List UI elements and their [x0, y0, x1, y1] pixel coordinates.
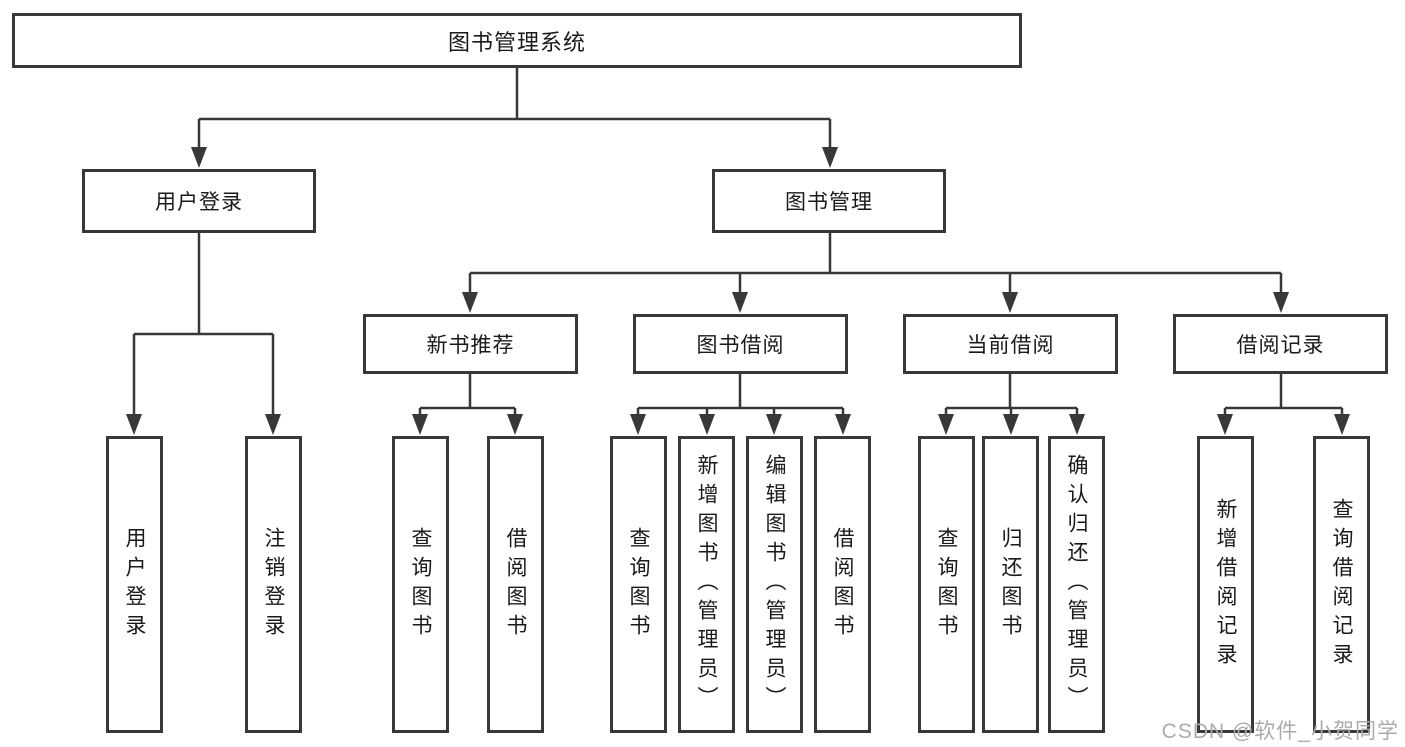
leaf-borrow-books: 借阅图书	[814, 436, 871, 733]
node-label: 图书管理	[785, 191, 873, 214]
node-label: 归还图书	[999, 526, 1022, 643]
node-library-management-system: 图书管理系统	[12, 13, 1022, 68]
arrow-icon	[835, 414, 851, 435]
node-label: 新增借阅记录	[1214, 497, 1237, 672]
leaf-confirm-return-admin: 确认归还（管理员）	[1048, 436, 1105, 733]
arrow-icon	[412, 414, 428, 435]
node-current-borrow: 当前借阅	[903, 314, 1118, 374]
arrow-icon	[630, 414, 646, 435]
arrow-icon	[1003, 414, 1019, 435]
node-label: 图书借阅	[696, 334, 785, 357]
node-label: 借阅图书	[831, 526, 854, 643]
connector-bookmgmt-to-level3	[468, 233, 1283, 295]
connector-lines	[132, 68, 1344, 417]
connector-newbook-to-children	[418, 374, 517, 417]
leaf-user-login: 用户登录	[106, 436, 163, 733]
arrow-icon	[265, 414, 281, 435]
arrow-icon	[822, 147, 838, 168]
arrow-icon	[766, 414, 782, 435]
arrowheads	[126, 147, 1350, 435]
leaf-add-borrow-record: 新增借阅记录	[1197, 436, 1254, 733]
node-label: 图书管理系统	[447, 29, 586, 55]
leaf-query-books-current: 查询图书	[918, 436, 975, 733]
node-label: 查询图书	[409, 526, 432, 643]
arrow-icon	[1069, 414, 1085, 435]
leaf-return-books: 归还图书	[982, 436, 1039, 733]
arrow-icon	[1002, 292, 1018, 313]
connector-userlogin-to-children	[132, 233, 275, 417]
csdn-watermark: CSDN @软件_小贺同学	[1161, 720, 1399, 743]
node-user-login: 用户登录	[82, 169, 316, 233]
arrow-icon	[1273, 292, 1289, 313]
connector-bookborrow-to-children	[636, 374, 845, 417]
leaf-logout: 注销登录	[245, 436, 302, 733]
arrow-icon	[732, 292, 748, 313]
node-label: 用户登录	[123, 526, 146, 643]
node-label: 当前借阅	[966, 334, 1055, 357]
node-label: 编辑图书（管理员）	[763, 454, 786, 715]
leaf-query-books-borrow: 查询图书	[610, 436, 667, 733]
arrow-icon	[1334, 414, 1350, 435]
arrow-icon	[462, 292, 478, 313]
node-label: 确认归还（管理员）	[1065, 454, 1088, 715]
leaf-borrow-books-recommend: 借阅图书	[487, 436, 544, 733]
arrow-icon	[191, 147, 207, 168]
arrow-icon	[1217, 414, 1233, 435]
arrow-icon	[507, 414, 523, 435]
connector-borrowrecords-to-children	[1223, 374, 1344, 417]
node-book-borrow: 图书借阅	[633, 314, 848, 374]
node-label: 查询图书	[935, 526, 958, 643]
node-label: 查询图书	[627, 526, 650, 643]
node-label: 借阅记录	[1236, 334, 1325, 357]
connector-root-to-level2	[197, 68, 832, 150]
node-book-management: 图书管理	[712, 169, 946, 233]
connector-currentborrow-to-children	[944, 374, 1079, 417]
node-label: 查询借阅记录	[1330, 497, 1353, 672]
leaf-edit-books-admin: 编辑图书（管理员）	[746, 436, 803, 733]
leaf-query-books-recommend: 查询图书	[392, 436, 449, 733]
node-label: 新书推荐	[426, 334, 515, 357]
arrow-icon	[938, 414, 954, 435]
node-new-book-recommend: 新书推荐	[363, 314, 578, 374]
arrow-icon	[126, 414, 142, 435]
node-borrow-records: 借阅记录	[1173, 314, 1388, 374]
node-label: 用户登录	[155, 191, 243, 214]
node-label: 新增图书（管理员）	[695, 454, 718, 715]
node-label: 注销登录	[262, 526, 285, 643]
arrow-icon	[699, 414, 715, 435]
node-label: 借阅图书	[504, 526, 527, 643]
leaf-add-books-admin: 新增图书（管理员）	[678, 436, 735, 733]
leaf-query-borrow-record: 查询借阅记录	[1313, 436, 1370, 733]
